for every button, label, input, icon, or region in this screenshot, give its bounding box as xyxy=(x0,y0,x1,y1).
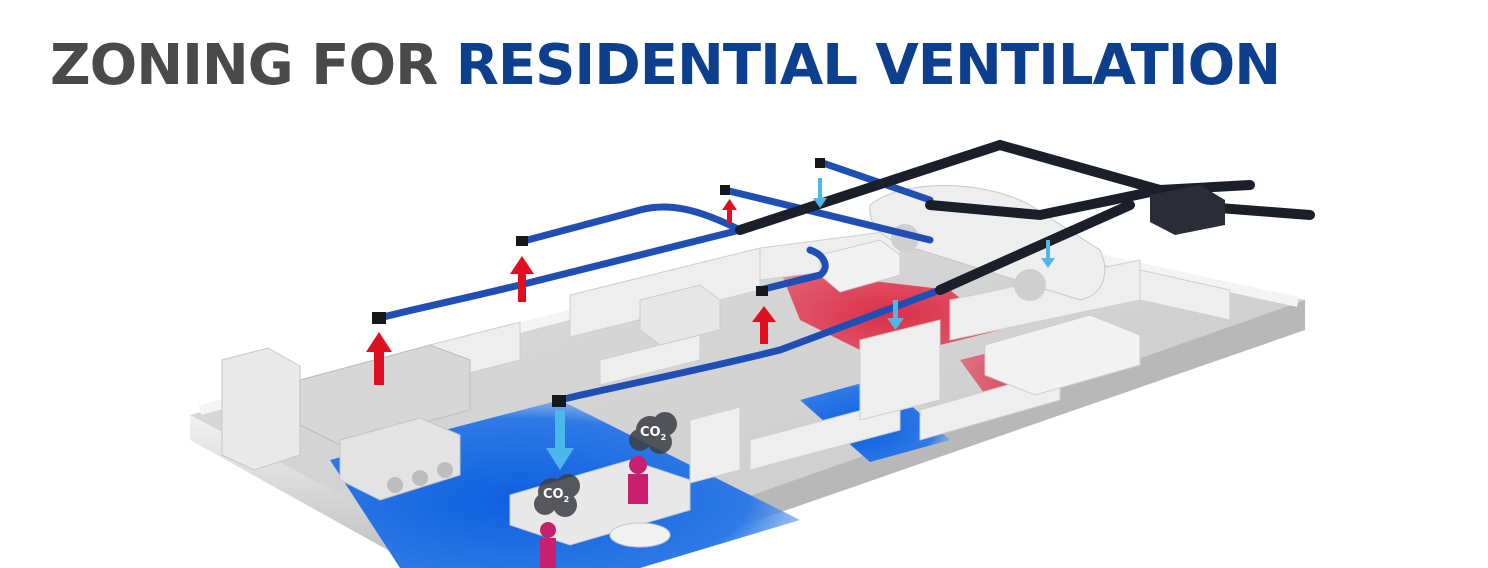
car xyxy=(869,185,1106,301)
airflow-down-arrow xyxy=(887,300,904,330)
duct-terminals xyxy=(372,158,825,407)
ventilation-unit xyxy=(1150,185,1225,235)
kitchen-island xyxy=(339,417,461,501)
title-part-residential-ventilation: RESIDENTIAL VENTILATION xyxy=(455,33,1281,98)
kitchen xyxy=(221,344,471,501)
airflow-down-arrow xyxy=(813,178,827,208)
title-part-zoning: ZONING FOR xyxy=(50,33,456,98)
airflow-up-arrows xyxy=(366,199,776,385)
co2-subscript: 2 xyxy=(564,495,570,504)
living-room xyxy=(509,456,691,568)
airflow-down-arrow xyxy=(546,410,574,470)
bedrooms xyxy=(639,239,1141,396)
co2-label: CO xyxy=(543,487,564,502)
airflow-up-arrow xyxy=(752,306,776,344)
airflow-down-arrow xyxy=(1041,240,1055,268)
bed-main xyxy=(984,314,1141,396)
occupant-person xyxy=(540,456,648,568)
svg-text:CO2: CO2 xyxy=(543,487,569,504)
airflow-up-arrow xyxy=(366,332,392,385)
extract-ducts xyxy=(735,139,1315,295)
co2-label: CO xyxy=(640,425,661,440)
co2-cloud: CO2 xyxy=(629,412,677,454)
svg-text:CO2: CO2 xyxy=(640,425,666,442)
coffee-table xyxy=(609,522,671,548)
page-title: ZONING FOR RESIDENTIAL VENTILATION xyxy=(50,38,1281,94)
co2-cloud: CO2 xyxy=(534,474,580,517)
study-desk xyxy=(639,284,721,346)
airflow-up-arrow xyxy=(722,199,737,224)
kitchen-counter xyxy=(299,344,471,446)
fridge xyxy=(221,347,301,471)
co2-subscript: 2 xyxy=(661,433,667,442)
airflow-up-arrow xyxy=(510,256,534,302)
airflow-down-arrows xyxy=(546,178,1055,470)
interior-walls xyxy=(429,229,1231,484)
bar-stools xyxy=(387,462,453,493)
